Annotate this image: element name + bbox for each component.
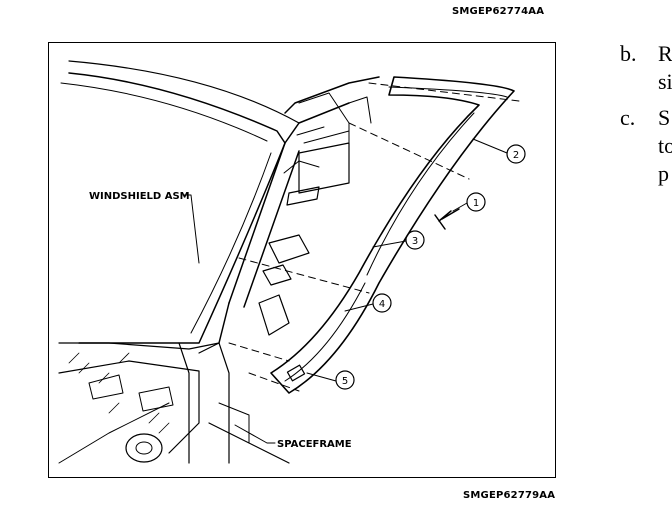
step-c-line-3: p (658, 161, 669, 186)
step-c-line-1: S (658, 105, 671, 130)
step-c-line-2: to (658, 133, 672, 158)
callout-4: 4 (379, 299, 385, 310)
screw (434, 208, 460, 230)
step-b-line-1: R (658, 41, 672, 66)
figure-code-top: SMGEP62774AA (452, 6, 545, 17)
step-b-line-2: si (658, 69, 672, 94)
windshield-label: WINDSHIELD ASM (89, 191, 190, 202)
trim-molding (270, 76, 515, 394)
windshield-pillar-diagram: 1 2 3 4 5 WINDSHIELD ASM SPACEFRAME (58, 60, 526, 464)
step-c-marker: c. (620, 105, 636, 130)
callout-1: 1 (473, 198, 479, 209)
callout-3: 3 (412, 236, 418, 247)
figure-frame: 1 2 3 4 5 WINDSHIELD ASM SPACEFRAME (48, 42, 556, 478)
callout-2: 2 (513, 150, 519, 161)
callout-5: 5 (342, 376, 348, 387)
windshield-glass-outline (68, 72, 286, 344)
step-b-marker: b. (620, 41, 637, 66)
figure-code-bottom: SMGEP62779AA (463, 490, 556, 501)
spaceframe-label: SPACEFRAME (277, 439, 352, 450)
